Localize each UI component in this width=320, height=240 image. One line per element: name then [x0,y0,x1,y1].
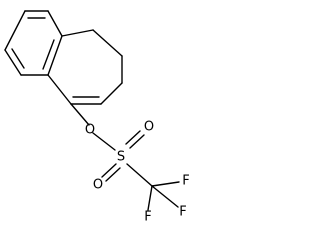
atom-labels: O S O O F F F [85,120,190,225]
atom-sulfur: S [117,150,125,165]
bond-ar2-ar3 [47,10,63,37]
bond-s-o-upper-a [125,130,141,145]
bond-c-f-right [151,181,180,187]
bond-ar5-ar6-inner [11,48,25,69]
atom-fluorine-right: F [182,174,189,189]
chemical-structure-diagram: O S O O F F F [4,10,190,225]
bond-ar3-ar4 [47,35,63,76]
atom-oxygen-lower: O [93,178,103,193]
bond-c9-c8 [92,29,123,57]
atom-oxygen-ester: O [85,123,95,138]
bond-ar6-ar1 [4,10,26,51]
bond-c-f-lower-right [151,185,179,208]
bond-s-o-upper-b [129,134,145,149]
bond-c7-c6 [100,82,123,105]
bond-ar5-ar6 [4,49,22,76]
benzene-ring [4,10,63,76]
bond-ar3-ar4-inner [42,39,55,70]
bond-s-cf3 [126,163,153,187]
triflate-group [70,103,180,211]
bond-c5-o [70,103,90,126]
bond-c5-ar4 [47,74,72,105]
bond-ar3-c9 [61,29,94,37]
bond-c-f-lower-left [147,185,153,211]
atom-oxygen-upper: O [144,120,154,135]
cycloheptene-ring [47,29,123,105]
bond-s-o-lower-b [105,167,121,182]
bond-s-o-lower-a [101,163,117,178]
atom-fluorine-lower-right: F [179,205,186,220]
bond-o-s [92,132,116,151]
atom-fluorine-lower-left: F [144,210,151,225]
